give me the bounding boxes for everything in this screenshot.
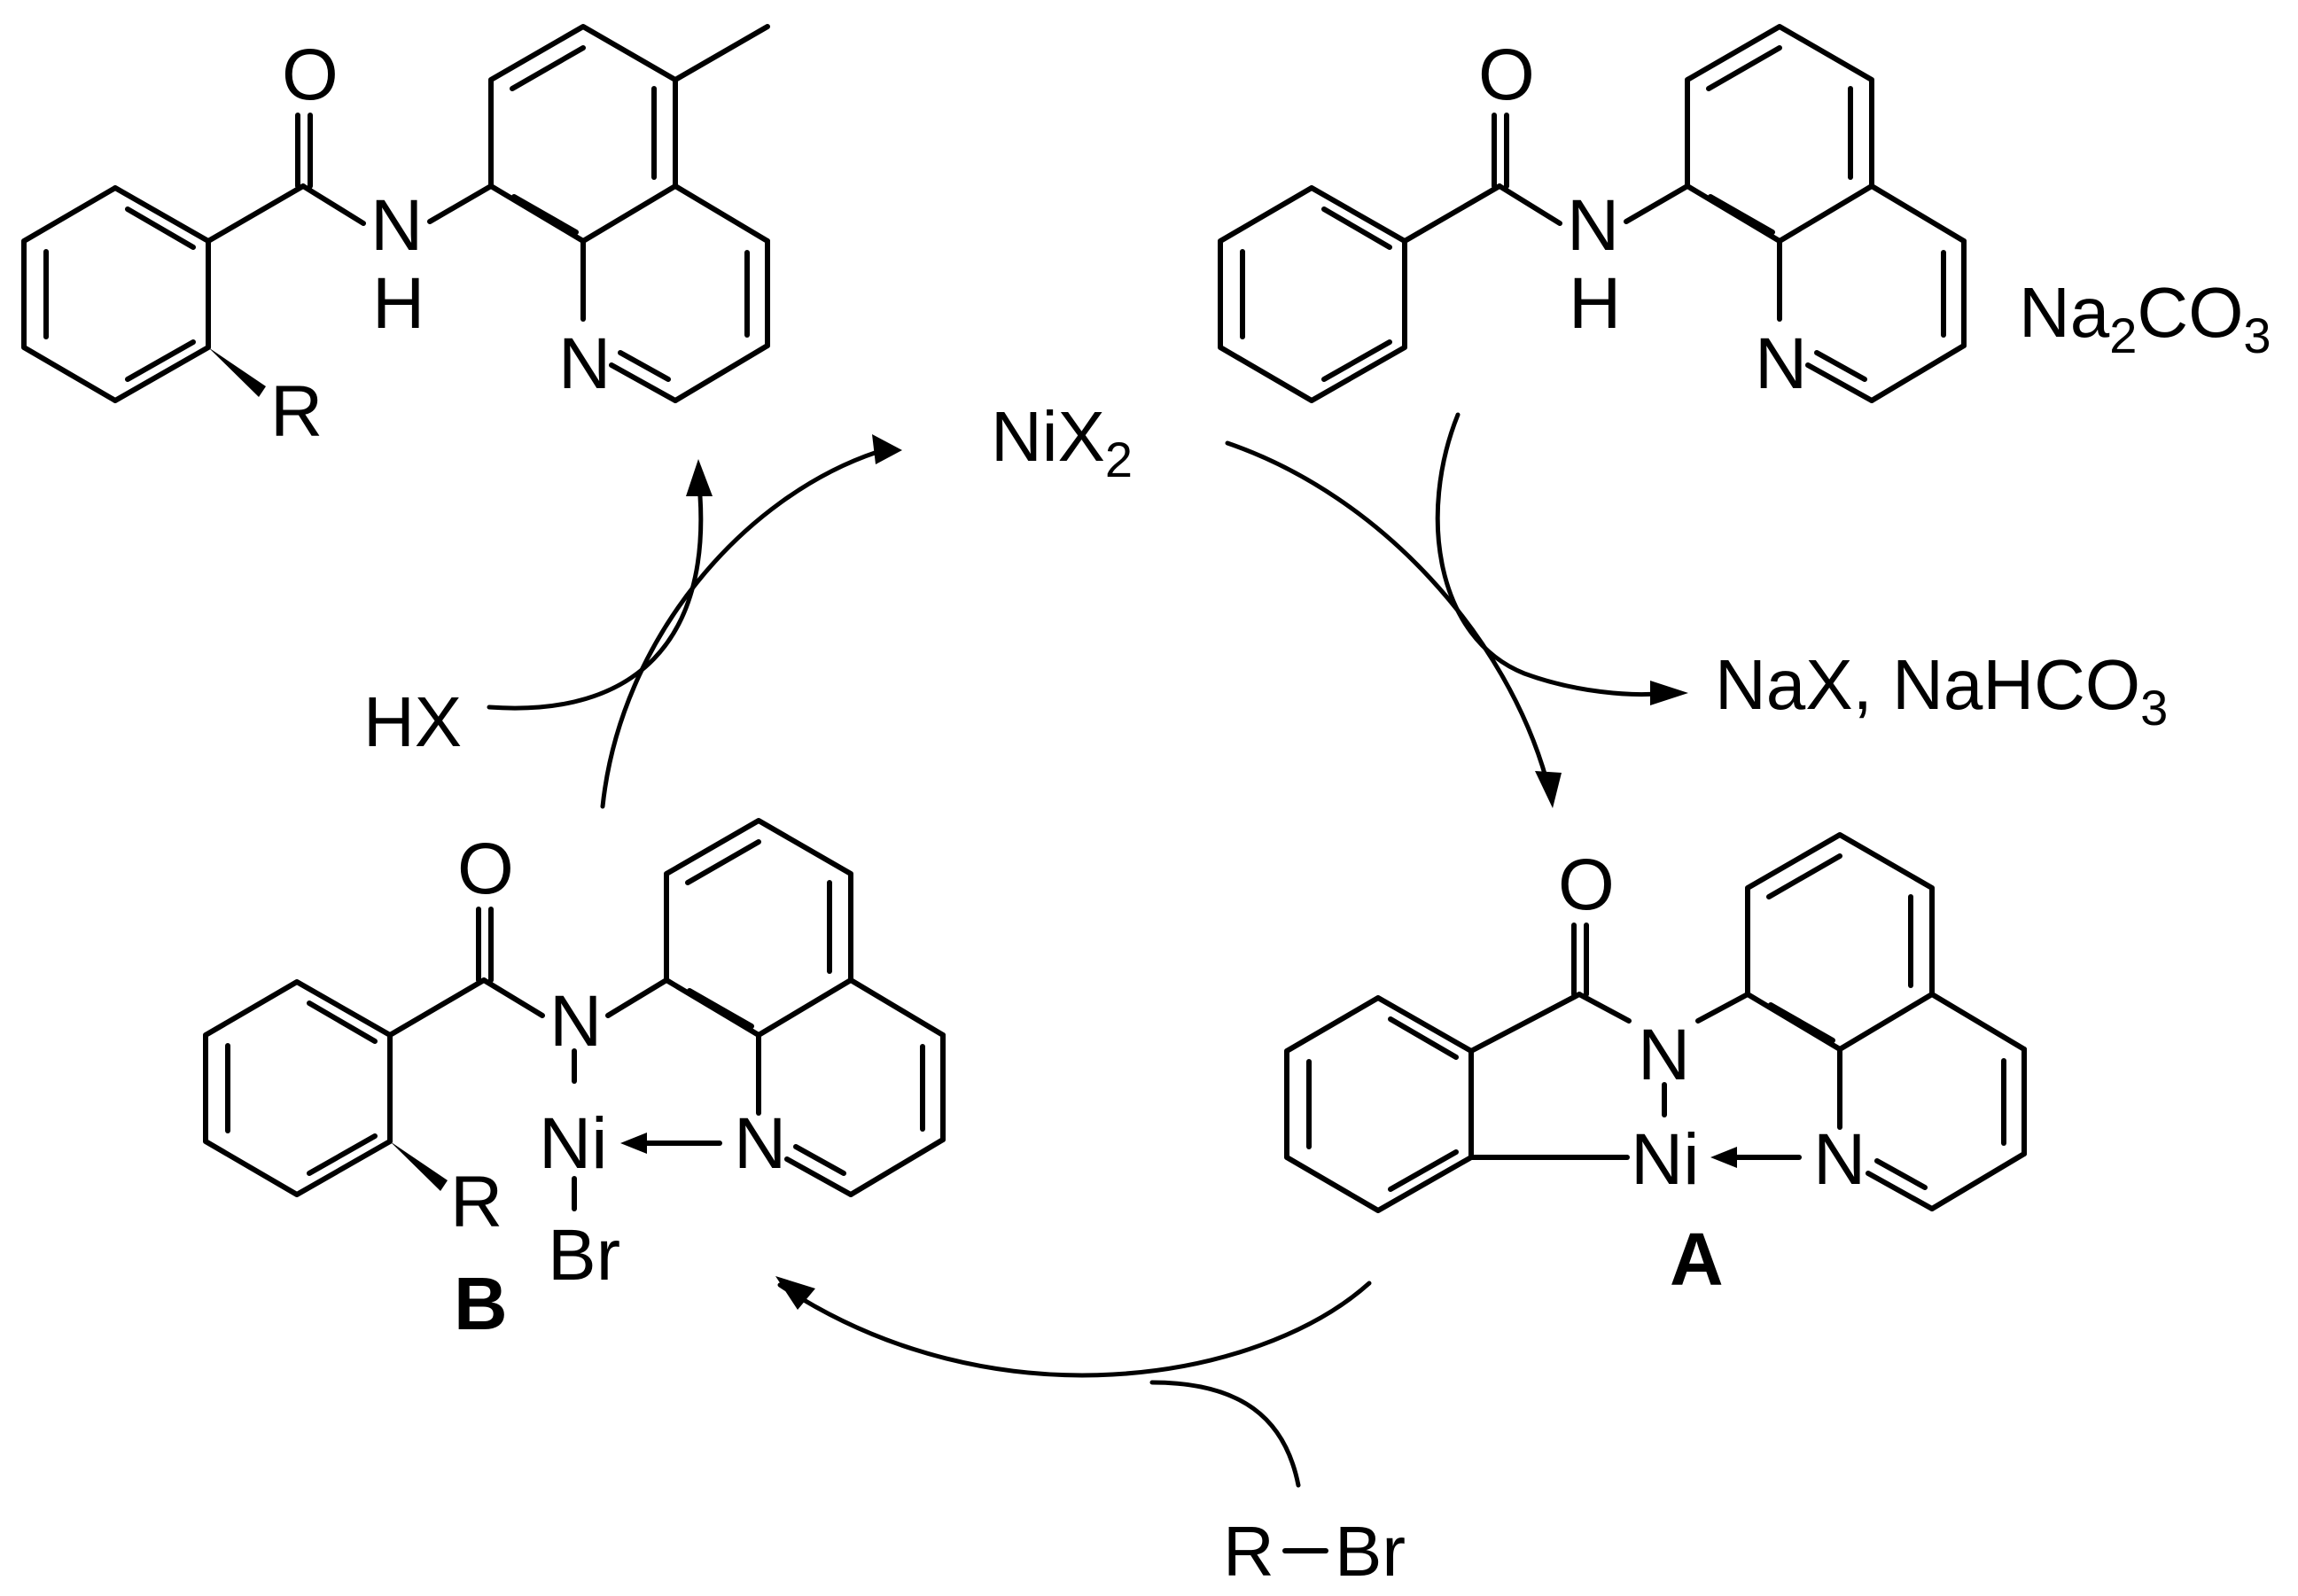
alkyl-bromide: R Br [1223, 1512, 1406, 1591]
arrow-a-to-b [777, 1281, 1372, 1378]
alkyl-br-atom: Br [1335, 1512, 1406, 1591]
nickel-catalyst: NiX2 [991, 397, 1133, 487]
intermediate-a-label: A [1670, 1218, 1724, 1301]
arrow-alkyl-bromide-in [1149, 1380, 1301, 1488]
byproduct-salts: NaX, NaHCO3 [1715, 645, 2168, 736]
substrate-molecule: O N H N [1218, 24, 1967, 404]
arrow-nix2-to-a [1225, 440, 1549, 782]
a-ni-atom: Ni [1631, 1119, 1699, 1200]
arrow-substrate-in [1435, 412, 1660, 697]
arrow-hx-to-product [487, 494, 704, 711]
b-n-atom: N [549, 981, 602, 1062]
b-r-group: R [450, 1162, 502, 1242]
product-o-atom: O [282, 35, 339, 115]
a-o-atom: O [1558, 845, 1615, 925]
b-quinoline-n-atom: N [734, 1103, 786, 1184]
base-reagent: Na2CO3 [2019, 273, 2271, 363]
product-quinoline-n-atom: N [558, 323, 611, 404]
substrate-h-atom: H [1569, 263, 1621, 344]
intermediate-b-label: B [454, 1262, 508, 1345]
substrate-o-atom: O [1478, 35, 1535, 115]
substrate-n-atom: N [1567, 185, 1619, 266]
b-ni-atom: Ni [539, 1103, 607, 1184]
intermediate-b: O N Ni N Br R B [203, 818, 946, 1345]
acid-hx: HX [363, 682, 462, 761]
b-br-atom: Br [548, 1215, 620, 1296]
substrate-quinoline-n-atom: N [1755, 323, 1807, 404]
product-n-atom: N [370, 185, 423, 266]
product-h-atom: H [372, 263, 425, 344]
b-o-atom: O [457, 829, 514, 909]
a-quinoline-n-atom: N [1813, 1119, 1866, 1200]
product-r-group: R [270, 371, 323, 452]
arrow-b-to-nix2 [600, 449, 880, 809]
intermediate-a: O N Ni N A [1284, 832, 2027, 1301]
a-n-atom: N [1638, 1015, 1690, 1095]
alkyl-r-group: R [1223, 1512, 1274, 1591]
product-molecule: O N H N R [21, 24, 770, 452]
